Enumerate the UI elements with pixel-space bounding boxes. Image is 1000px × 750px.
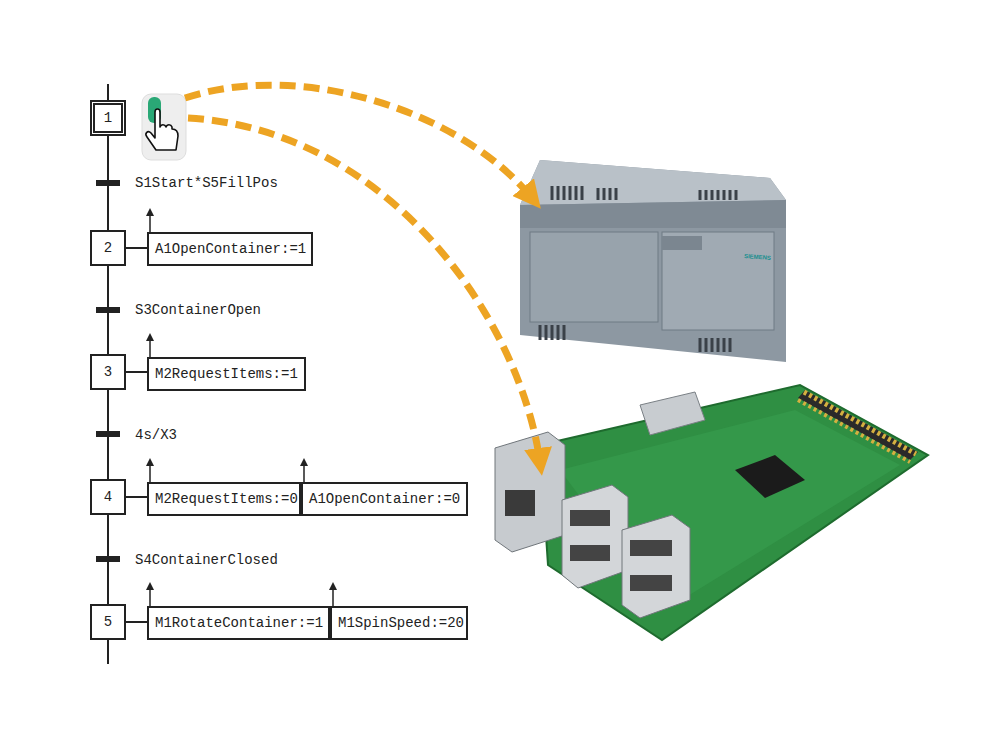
action-arrow bbox=[332, 586, 334, 606]
step-box: 4 bbox=[90, 479, 126, 515]
action-text: M1RotateContainer:=1 bbox=[155, 615, 323, 631]
action-text: M2RequestItems:=0 bbox=[155, 491, 298, 507]
transition-condition: S3ContainerOpen bbox=[135, 302, 261, 318]
step-number: 5 bbox=[104, 614, 112, 630]
action-box: A1OpenContainer:=0 bbox=[301, 482, 468, 516]
action-arrow bbox=[303, 462, 305, 482]
flow-stub bbox=[107, 84, 109, 100]
connector-line bbox=[107, 136, 109, 230]
transition-bar bbox=[96, 307, 120, 313]
usb-socket bbox=[630, 540, 672, 556]
transition-bar bbox=[96, 556, 120, 562]
step-number: 4 bbox=[104, 489, 112, 505]
ethernet-socket bbox=[505, 490, 535, 516]
raspberry-pi bbox=[495, 385, 928, 640]
ethernet-port bbox=[495, 432, 565, 552]
hdmi-port bbox=[640, 392, 705, 435]
step-box: 5 bbox=[90, 604, 126, 640]
connector-line bbox=[126, 621, 147, 623]
action-arrow bbox=[149, 337, 151, 357]
click-icon bbox=[142, 94, 186, 160]
plc-body bbox=[520, 160, 786, 362]
action-box: M2RequestItems:=0 bbox=[147, 482, 301, 516]
transition-condition: S4ContainerClosed bbox=[135, 552, 278, 568]
gpio-pins bbox=[804, 392, 916, 454]
action-link bbox=[126, 248, 147, 249]
usb-socket bbox=[570, 545, 610, 561]
action-link bbox=[126, 372, 147, 373]
step-number: 3 bbox=[104, 364, 112, 380]
plc-vent-strip bbox=[520, 200, 786, 228]
connector-line bbox=[126, 371, 147, 373]
plc-top bbox=[520, 160, 786, 205]
plc-leds bbox=[662, 236, 702, 250]
gpio-pins bbox=[798, 400, 910, 462]
action-box: M1RotateContainer:=1 bbox=[147, 606, 330, 640]
action-box: M1SpinSpeed:=20 bbox=[330, 606, 468, 640]
plc-panel bbox=[530, 232, 658, 322]
flow-line bbox=[108, 515, 109, 604]
action-text: A1OpenContainer:=0 bbox=[309, 491, 460, 507]
action-link bbox=[126, 497, 147, 498]
usb-port bbox=[622, 515, 690, 618]
flow-line bbox=[108, 136, 109, 230]
step-box: 3 bbox=[90, 354, 126, 390]
action-text: M2RequestItems:=1 bbox=[155, 366, 298, 382]
step-number: 1 bbox=[104, 110, 112, 126]
flow-stub bbox=[107, 640, 109, 664]
action-text: A1OpenContainer:=1 bbox=[155, 241, 306, 257]
transition-condition: 4s/X3 bbox=[135, 427, 177, 443]
pi-chip bbox=[735, 455, 805, 498]
transition-condition: S1Start*S5FillPos bbox=[135, 175, 278, 191]
hand-cursor bbox=[146, 109, 178, 150]
action-text: M1SpinSpeed:=20 bbox=[338, 615, 464, 631]
usb-socket bbox=[630, 575, 672, 591]
flow-line bbox=[108, 266, 109, 354]
usb-socket bbox=[570, 510, 610, 526]
deploy-arrow bbox=[188, 118, 540, 462]
transition-bar bbox=[96, 180, 120, 186]
transition-bar bbox=[96, 431, 120, 437]
connector-line bbox=[107, 515, 109, 604]
connector-line bbox=[126, 496, 147, 498]
pi-board bbox=[540, 385, 928, 640]
icon-background bbox=[142, 94, 186, 160]
action-box: A1OpenContainer:=1 bbox=[147, 232, 313, 266]
action-arrow bbox=[149, 212, 151, 232]
action-link bbox=[126, 622, 147, 623]
plc-panel bbox=[662, 232, 774, 330]
gpio-base bbox=[798, 390, 918, 460]
pi-board-shade bbox=[560, 410, 900, 610]
connector-line bbox=[126, 247, 147, 249]
action-arrow bbox=[149, 586, 151, 606]
connector-line bbox=[107, 266, 109, 354]
plc-device bbox=[520, 160, 786, 362]
usb-port bbox=[562, 485, 628, 588]
step-box: 2 bbox=[90, 230, 126, 266]
initial-step-box: 1 bbox=[90, 100, 126, 136]
connector-line bbox=[107, 390, 109, 479]
action-box: M2RequestItems:=1 bbox=[147, 357, 306, 391]
step-number: 2 bbox=[104, 240, 112, 256]
flow-line bbox=[108, 390, 109, 479]
action-arrow bbox=[149, 462, 151, 482]
